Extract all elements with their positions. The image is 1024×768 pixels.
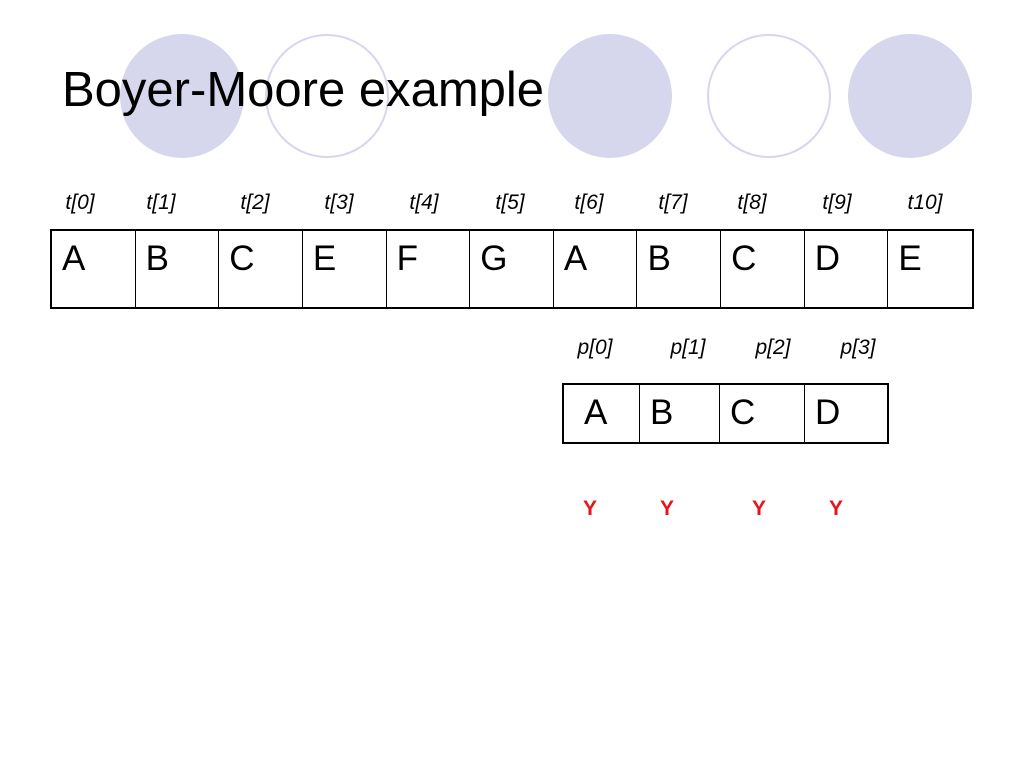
pattern-cell: D xyxy=(815,393,841,432)
pattern-cell: A xyxy=(564,385,640,442)
text-cell: E xyxy=(303,231,387,307)
decor-circle-2 xyxy=(265,34,389,158)
text-index-label: t[4] xyxy=(409,191,439,214)
pattern-cell: C xyxy=(720,385,805,442)
text-cell: B xyxy=(637,231,722,307)
text-cell: B xyxy=(136,231,220,307)
text-cell: G xyxy=(470,231,554,307)
text-index-label: t10] xyxy=(907,191,943,214)
text-index-label: t[2] xyxy=(240,191,270,214)
text-array: A B C E F G A B C D E xyxy=(50,229,974,309)
pattern-array: A B C D xyxy=(562,383,889,444)
match-mark: Y xyxy=(659,497,675,520)
text-cell: C xyxy=(219,231,303,307)
text-index-label: t[6] xyxy=(574,191,604,214)
match-mark: Y xyxy=(582,497,598,520)
match-mark: Y xyxy=(751,497,767,520)
decor-circle-4 xyxy=(707,34,831,158)
text-index-label: t[1] xyxy=(146,191,176,214)
text-index-label: t[9] xyxy=(822,191,852,214)
text-cell: D xyxy=(805,231,889,307)
text-cell: A xyxy=(554,231,638,307)
pattern-index-label: p[2] xyxy=(755,336,791,359)
text-index-label: t[8] xyxy=(737,191,767,214)
text-cell: E xyxy=(898,239,922,278)
decor-circle-3 xyxy=(548,34,672,158)
decor-circle-1 xyxy=(120,34,244,158)
text-cell: A xyxy=(52,231,136,307)
text-cell: F xyxy=(387,231,471,307)
pattern-index-label: p[0] xyxy=(577,336,613,359)
text-cell: C xyxy=(721,231,805,307)
pattern-index-label: p[3] xyxy=(840,336,876,359)
decor-circle-5 xyxy=(848,34,972,158)
text-index-label: t[5] xyxy=(495,191,525,214)
pattern-cell: B xyxy=(640,385,720,442)
text-index-label: t[0] xyxy=(65,191,95,214)
text-index-label: t[3] xyxy=(324,191,354,214)
match-mark: Y xyxy=(828,497,844,520)
slide-title: Boyer-Moore example xyxy=(62,63,545,117)
pattern-index-label: p[1] xyxy=(670,336,706,359)
text-index-label: t[7] xyxy=(658,191,688,214)
